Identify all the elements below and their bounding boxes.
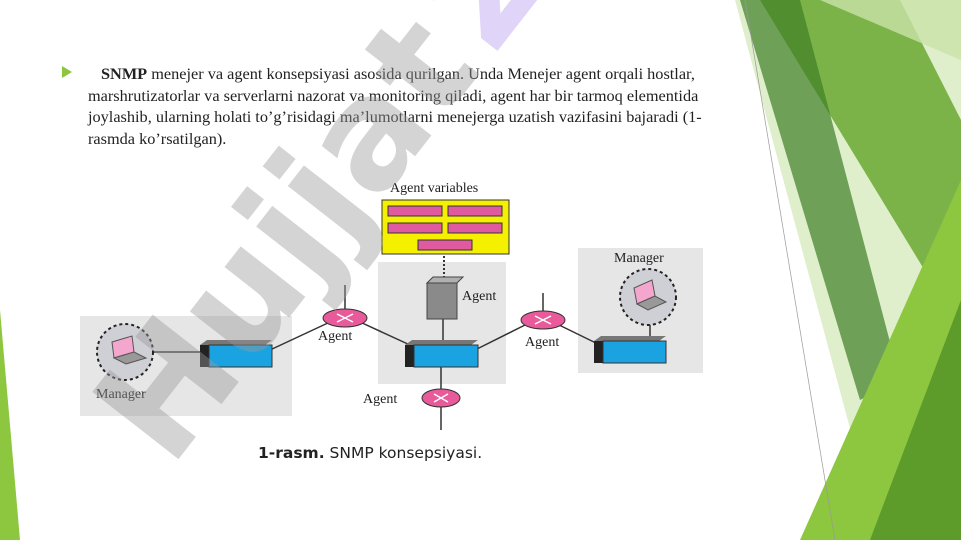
paragraph-lead-bold: SNMP xyxy=(101,64,148,83)
manager-left-laptop-icon xyxy=(96,323,154,381)
paragraph-text: menejer va agent konsepsiyasi asosida qu… xyxy=(88,64,702,148)
agent-variables-title: Agent variables xyxy=(390,181,478,196)
manager-right-label: Manager xyxy=(614,251,664,266)
switch-center-icon xyxy=(405,340,479,368)
switch-left-icon xyxy=(200,340,273,368)
agent-router-bottom-label: Agent xyxy=(363,392,397,407)
agent-server-label: Agent xyxy=(462,289,496,304)
caption-text: SNMP konsepsiyasi. xyxy=(324,444,483,462)
agent-variables-box xyxy=(381,199,510,255)
agent-router-right-label: Agent xyxy=(525,335,559,350)
bullet-arrow-icon xyxy=(62,66,72,78)
caption-label: 1-rasm. xyxy=(258,444,325,462)
network-links xyxy=(140,252,651,430)
body-paragraph: SNMP menejer va agent konsepsiyasi asosi… xyxy=(88,63,718,149)
router-right-icon xyxy=(520,310,566,330)
router-left-icon xyxy=(322,308,368,328)
agent-router-left-label: Agent xyxy=(318,329,352,344)
figure-caption: 1-rasm. SNMP konsepsiyasi. xyxy=(258,444,482,462)
router-bottom-icon xyxy=(421,388,461,408)
manager-right-laptop-icon xyxy=(619,268,677,326)
switch-right-icon xyxy=(594,336,667,364)
server-icon xyxy=(425,276,465,320)
manager-left-label: Manager xyxy=(96,387,146,402)
